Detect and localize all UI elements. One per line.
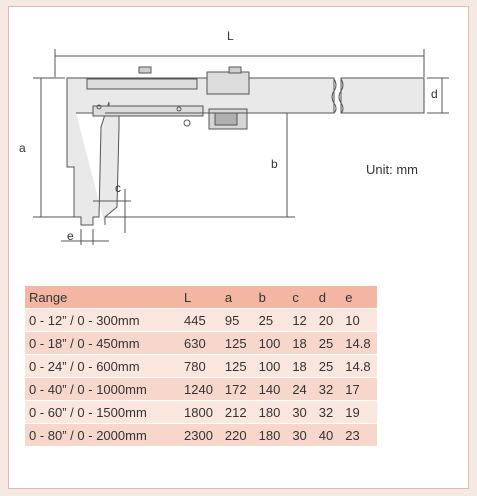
header-c: c xyxy=(286,286,313,309)
cell-d: 32 xyxy=(312,400,340,424)
cell-a: 172 xyxy=(218,377,253,401)
cell-L: 630 xyxy=(178,331,219,355)
table-row: 0 - 60” / 0 - 1500mm 1800 212 180 30 32 … xyxy=(25,400,377,424)
cell-c: 12 xyxy=(286,308,313,332)
cell-a: 212 xyxy=(218,400,253,424)
cell-a: 95 xyxy=(218,308,253,332)
label-c: c xyxy=(115,181,121,195)
cell-d: 20 xyxy=(312,308,340,332)
cell-e: 14.8 xyxy=(339,354,377,378)
dimension-table: Range L a b c d e 0 - 12” / 0 - 300mm 44… xyxy=(25,286,377,446)
cell-range: 0 - 18” / 0 - 450mm xyxy=(25,331,178,355)
cell-d: 25 xyxy=(312,354,340,378)
cell-c: 24 xyxy=(286,377,313,401)
header-a: a xyxy=(218,286,253,309)
label-b: b xyxy=(271,157,278,171)
cell-c: 30 xyxy=(286,400,313,424)
cell-b: 100 xyxy=(252,354,287,378)
cell-a: 125 xyxy=(218,331,253,355)
cell-e: 17 xyxy=(339,377,377,401)
cell-range: 0 - 40” / 0 - 1000mm xyxy=(25,377,178,401)
cell-b: 180 xyxy=(252,400,287,424)
cell-e: 10 xyxy=(339,308,377,332)
cell-a: 125 xyxy=(218,354,253,378)
label-a: a xyxy=(19,141,26,155)
cell-L: 780 xyxy=(178,354,219,378)
unit-note: Unit: mm xyxy=(366,162,418,177)
cell-d: 25 xyxy=(312,331,340,355)
cell-e: 23 xyxy=(339,423,377,446)
header-L: L xyxy=(178,286,219,309)
header-range: Range xyxy=(25,286,178,309)
table-row: 0 - 12” / 0 - 300mm 445 95 25 12 20 10 xyxy=(25,308,377,332)
cell-range: 0 - 12” / 0 - 300mm xyxy=(25,308,178,332)
label-d: d xyxy=(431,87,438,101)
header-e: e xyxy=(339,286,377,309)
cell-e: 19 xyxy=(339,400,377,424)
table-row: 0 - 80” / 0 - 2000mm 2300 220 180 30 40 … xyxy=(25,423,377,446)
label-L: L xyxy=(227,29,234,43)
cell-L: 2300 xyxy=(178,423,219,446)
cell-range: 0 - 24” / 0 - 600mm xyxy=(25,354,178,378)
cell-d: 40 xyxy=(312,423,340,446)
header-d: d xyxy=(312,286,340,309)
caliper-diagram xyxy=(33,49,449,245)
cell-c: 18 xyxy=(286,331,313,355)
cell-range: 0 - 60” / 0 - 1500mm xyxy=(25,400,178,424)
cell-L: 1240 xyxy=(178,377,219,401)
cell-c: 30 xyxy=(286,423,313,446)
cell-range: 0 - 80” / 0 - 2000mm xyxy=(25,423,178,446)
label-e: e xyxy=(67,229,74,243)
cell-b: 180 xyxy=(252,423,287,446)
cell-L: 1800 xyxy=(178,400,219,424)
table-row: 0 - 18” / 0 - 450mm 630 125 100 18 25 14… xyxy=(25,331,377,355)
cell-L: 445 xyxy=(178,308,219,332)
table-row: 0 - 40” / 0 - 1000mm 1240 172 140 24 32 … xyxy=(25,377,377,401)
cell-c: 18 xyxy=(286,354,313,378)
table-header-row: Range L a b c d e xyxy=(25,286,377,309)
cell-d: 32 xyxy=(312,377,340,401)
cell-b: 140 xyxy=(252,377,287,401)
cell-e: 14.8 xyxy=(339,331,377,355)
table-row: 0 - 24” / 0 - 600mm 780 125 100 18 25 14… xyxy=(25,354,377,378)
cell-b: 25 xyxy=(252,308,287,332)
cell-b: 100 xyxy=(252,331,287,355)
cell-a: 220 xyxy=(218,423,253,446)
header-b: b xyxy=(252,286,287,309)
